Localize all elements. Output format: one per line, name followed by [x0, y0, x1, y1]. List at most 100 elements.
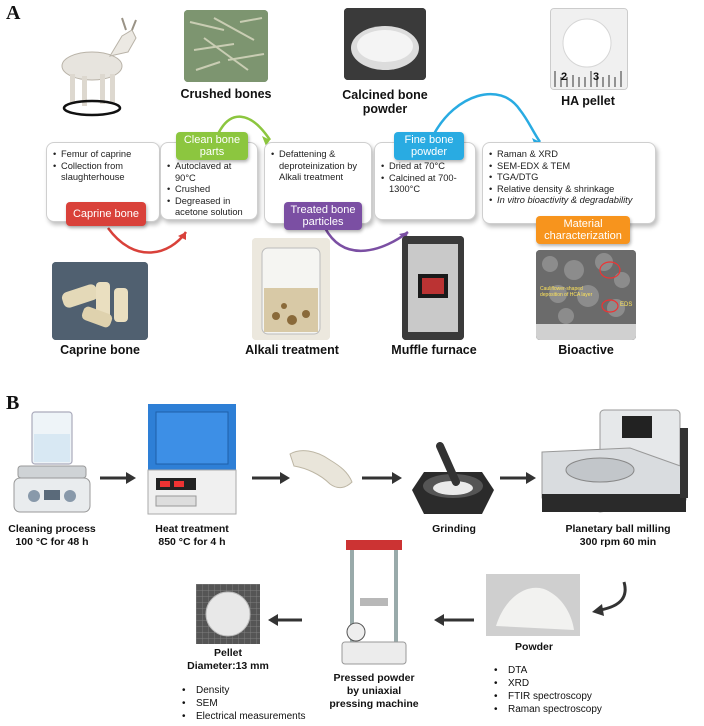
goat-icon — [61, 17, 137, 117]
step-card-material: Raman & XRD SEM-EDX & TEM TGA/DTG Relati… — [482, 142, 656, 224]
alkali-treatment-caption: Alkali treatment — [245, 343, 339, 357]
powder-image — [486, 574, 580, 636]
step3-title-line2: particles — [302, 216, 344, 228]
sem-annotation-line1: Cauliflower-shaped — [540, 286, 583, 292]
pellet-label: Pellet Diameter:13 mm — [180, 647, 276, 673]
ruler-tick-2: 2 — [561, 71, 568, 83]
sem-annotation-eds: EDS — [620, 302, 633, 308]
furnace-image — [144, 402, 240, 516]
calcined-powder-photo — [344, 8, 426, 80]
connector-blue — [432, 92, 542, 143]
calcined-caption-line2: powder — [362, 102, 408, 116]
ball-mill-image — [540, 408, 692, 516]
heat-treatment-label: Heat treatment 850 °C for 4 h — [140, 523, 244, 549]
step4-item: Dried at 70°C — [381, 161, 469, 173]
step2-item: Crushed — [167, 184, 251, 196]
muffle-furnace-photo — [402, 236, 464, 340]
ha-pellet-photo: 2 3 — [550, 8, 628, 90]
pellet-line1: Pellet — [213, 647, 242, 659]
bone-icon — [289, 450, 353, 489]
panel-b-arrows — [100, 472, 627, 626]
pellet-test-item: Density — [180, 684, 340, 697]
heat-line1: Heat treatment — [155, 523, 229, 535]
sem-annotation-cauliflower: Cauliflower-shaped deposition of HCA lay… — [540, 286, 592, 298]
pellet-icon — [196, 584, 260, 644]
ruler-tick-3: 3 — [593, 71, 600, 83]
step3-title-line1: Treated bone — [290, 204, 356, 216]
ball-mill-icon — [541, 409, 688, 513]
powder-tests-list: DTA XRD FTIR spectroscopy Raman spectros… — [492, 664, 652, 716]
bone-piece-image — [286, 444, 358, 494]
step5-item: Raman & XRD — [489, 149, 649, 161]
sem-annotation-line2: deposition of HCA layer — [540, 292, 593, 298]
ball-milling-label: Planetary ball milling 300 rpm 60 min — [548, 523, 688, 549]
step5-item: SEM-EDX & TEM — [489, 161, 649, 173]
powder-test-item: DTA — [492, 664, 652, 677]
pressed-powder-label: Pressed powder by uniaxial pressing mach… — [314, 672, 434, 711]
step5-title-line2: characterization — [544, 230, 622, 242]
caprine-bone-photo — [52, 262, 148, 340]
step5-item: Relative density & shrinkage — [489, 184, 649, 196]
pellet-test-item: SEM — [180, 697, 340, 710]
step1-item: Femur of caprine — [53, 149, 153, 161]
grinding-label: Grinding — [432, 523, 476, 535]
pressed-line2: by uniaxial — [346, 685, 402, 697]
powder-icon — [486, 574, 580, 636]
step-ribbon-caprine-bone: Caprine bone — [66, 202, 146, 226]
connector-red — [106, 227, 188, 254]
powder-test-item: Raman spectroscopy — [492, 703, 652, 716]
step2-title-line2: parts — [199, 146, 225, 158]
mortar-pestle-image — [410, 442, 496, 516]
bioactive-caption: Bioactive — [558, 343, 614, 357]
panel-letter-a: A — [6, 2, 21, 24]
ha-pellet-caption: HA pellet — [561, 94, 615, 108]
caprine-bone-caption: Caprine bone — [60, 343, 140, 357]
step3-item: Defattening & deproteinization by Alkali… — [271, 149, 365, 184]
milling-line1: Planetary ball milling — [565, 523, 671, 535]
cleaning-line1: Cleaning process — [8, 523, 96, 535]
hotplate-beaker-image — [10, 408, 94, 518]
goat-photo — [52, 8, 140, 120]
pellet-image — [196, 584, 260, 644]
pressed-line3: pressing machine — [329, 698, 419, 710]
calcined-powder-caption: Calcined bone powder — [336, 88, 434, 116]
crushed-bones-photo — [184, 10, 268, 82]
crushed-bones-caption: Crushed bones — [180, 87, 272, 101]
cleaning-line2: 100 °C for 48 h — [15, 536, 89, 548]
connector-green — [216, 115, 272, 141]
panel-letter-b: B — [6, 392, 20, 414]
cleaning-label: Cleaning process 100 °C for 48 h — [4, 523, 100, 549]
powder-label: Powder — [515, 641, 553, 653]
step5-item: TGA/DTG — [489, 172, 649, 184]
step4-title-line1: Fine bone — [404, 134, 454, 146]
powder-test-item: XRD — [492, 677, 652, 690]
beaker-icon — [13, 411, 91, 513]
milling-line2: 300 rpm 60 min — [579, 536, 657, 548]
pellet-test-item: Electrical measurements — [180, 710, 340, 723]
calcined-caption-line1: Calcined bone — [342, 88, 428, 102]
heat-line2: 850 °C for 4 h — [158, 536, 226, 548]
pellet-line2: Diameter:13 mm — [187, 660, 269, 672]
pellet-tests-list: Density SEM Electrical measurements — [180, 684, 340, 723]
muffle-furnace-caption: Muffle furnace — [391, 343, 477, 357]
step5-title-line1: Material — [563, 218, 603, 230]
furnace-icon — [147, 404, 237, 515]
step5-item: In vitro bioactivity & degradability — [489, 195, 649, 207]
press-icon — [341, 540, 407, 665]
connector-purple — [323, 227, 409, 253]
step2-title-line1: Clean bone — [183, 134, 241, 146]
uniaxial-press-image — [334, 536, 414, 666]
step2-item: Autoclaved at 90°C — [167, 161, 251, 184]
bioactive-sem-photo: Cauliflower-shaped deposition of HCA lay… — [536, 250, 636, 340]
pressed-line1: Pressed powder — [333, 672, 415, 684]
mortar-pestle-icon — [412, 442, 494, 514]
powder-test-item: FTIR spectroscopy — [492, 690, 652, 703]
step1-item: Collection from slaughterhouse — [53, 161, 153, 184]
panel-a-connectors — [106, 92, 542, 254]
step2-item: Degreased in acetone solution — [167, 196, 251, 219]
step4-title-line2: powder — [410, 146, 448, 158]
